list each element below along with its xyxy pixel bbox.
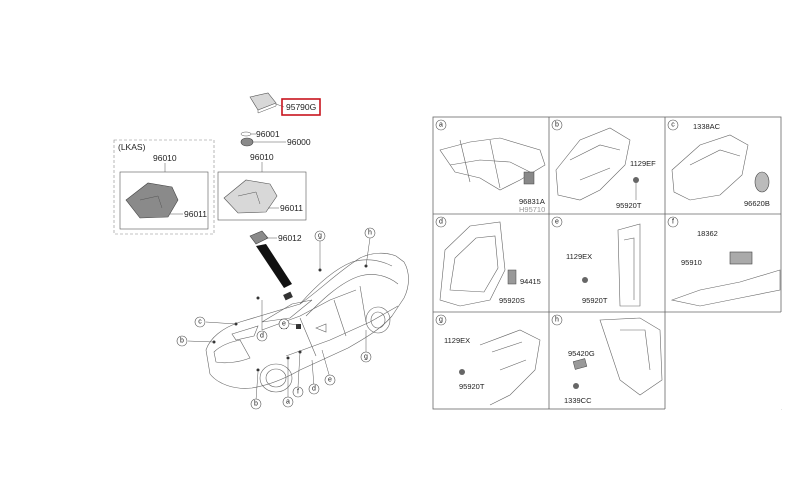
cell-b-label-1: 1129EF <box>630 159 656 168</box>
svg-text:c: c <box>198 319 202 326</box>
callout-leaders <box>187 237 371 401</box>
part-label-96012: 96012 <box>278 233 302 243</box>
svg-text:d: d <box>312 386 316 393</box>
callout-b-bot[interactable]: b <box>250 398 262 410</box>
cell-f-label-1: 18362 <box>697 229 718 238</box>
cell-f[interactable]: f 18362 95910 <box>667 216 781 307</box>
cell-d-label-1: 94415 <box>520 277 541 286</box>
svg-text:h: h <box>368 230 372 237</box>
cell-a-label-2: H95710 <box>519 205 545 214</box>
part-96011-lkas[interactable] <box>125 182 179 219</box>
cell-b[interactable]: b 1129EF 95920T <box>551 119 656 210</box>
detail-grid: a 96831A H95710 b 1129EF 95920T c 1338AC <box>432 116 782 410</box>
callout-b-left[interactable]: b <box>176 335 188 347</box>
part-label-96010-lkas: 96010 <box>153 153 177 163</box>
part-label-95790G: 95790G <box>286 102 316 112</box>
cell-letter: e <box>555 219 559 226</box>
callout-g-right[interactable]: g <box>360 351 372 363</box>
svg-text:e: e <box>282 321 286 328</box>
svg-text:b: b <box>180 338 184 345</box>
cell-d-label-2: 95920S <box>499 296 525 305</box>
highlight-box <box>281 98 321 116</box>
svg-text:a: a <box>286 399 290 406</box>
svg-text:g: g <box>318 233 322 240</box>
svg-text:g: g <box>364 354 368 361</box>
callout-e-mid[interactable]: e <box>278 318 290 330</box>
cell-letter: f <box>672 219 674 226</box>
cell-letter: h <box>555 317 559 324</box>
callout-e-bot[interactable]: e <box>324 374 336 386</box>
cell-g[interactable]: g 1129EX 95920T <box>435 314 541 406</box>
cell-h[interactable]: h 95420G 1339CC <box>551 314 663 405</box>
svg-text:d: d <box>260 333 264 340</box>
cell-h-label-2: 1339CC <box>564 396 592 405</box>
cell-letter: g <box>439 317 443 324</box>
cell-c-label-2: 96620B <box>744 199 770 208</box>
cell-letter: d <box>439 219 443 226</box>
cell-g-label-2: 95920T <box>459 382 485 391</box>
part-label-96001: 96001 <box>256 129 280 139</box>
cell-d[interactable]: d 94415 95920S <box>435 216 541 307</box>
cell-letter: a <box>439 122 443 129</box>
cell-c-label-1: 1338AC <box>693 122 721 131</box>
car-illustration <box>205 244 409 393</box>
cell-letter: b <box>555 122 559 129</box>
cell-b-label-2: 95920T <box>616 201 642 210</box>
cell-letter: c <box>671 122 675 129</box>
cell-h-label-1: 95420G <box>568 349 595 358</box>
part-label-96011: 96011 <box>280 203 303 213</box>
svg-text:e: e <box>328 377 332 384</box>
svg-text:f: f <box>297 389 299 396</box>
part-96012[interactable]: 96012 <box>249 230 302 245</box>
cell-c[interactable]: c 1338AC 96620B <box>667 119 770 208</box>
part-label-96011-lkas: 96011 <box>184 209 207 219</box>
standard-group: 96010 96011 <box>217 152 307 221</box>
callout-f-bot[interactable]: f <box>292 386 304 398</box>
part-95790G[interactable]: 95790G <box>249 92 321 116</box>
callout-d-mid[interactable]: d <box>256 330 268 342</box>
cell-e[interactable]: e 1129EX 95920T <box>551 216 641 307</box>
callout-h-top[interactable]: h <box>364 227 376 239</box>
lkas-label: (LKAS) <box>118 142 146 152</box>
callout-d-bot[interactable]: d <box>308 383 320 395</box>
callout-c-left[interactable]: c <box>194 316 206 328</box>
part-label-96010: 96010 <box>250 152 274 162</box>
cell-a[interactable]: a 96831A H95710 <box>435 119 546 214</box>
cell-a-label-1: 96831A <box>519 197 545 206</box>
part-96001-96000[interactable]: 96001 96000 <box>240 129 311 147</box>
cell-f-label-2: 95910 <box>681 258 702 267</box>
main-diagram: 95790G 96001 96000 (LKAS) 96010 96011 <box>113 92 409 410</box>
part-96011[interactable] <box>223 179 278 214</box>
lkas-group: (LKAS) 96010 96011 <box>113 139 215 235</box>
callout-g-top[interactable]: g <box>314 230 326 242</box>
svg-text:b: b <box>254 401 258 408</box>
cell-e-label-1: 1129EX <box>566 252 592 261</box>
cell-e-label-2: 95920T <box>582 296 608 305</box>
cell-g-label-1: 1129EX <box>444 336 470 345</box>
callout-a-bot[interactable]: a <box>282 396 294 408</box>
part-label-96000: 96000 <box>287 137 311 147</box>
